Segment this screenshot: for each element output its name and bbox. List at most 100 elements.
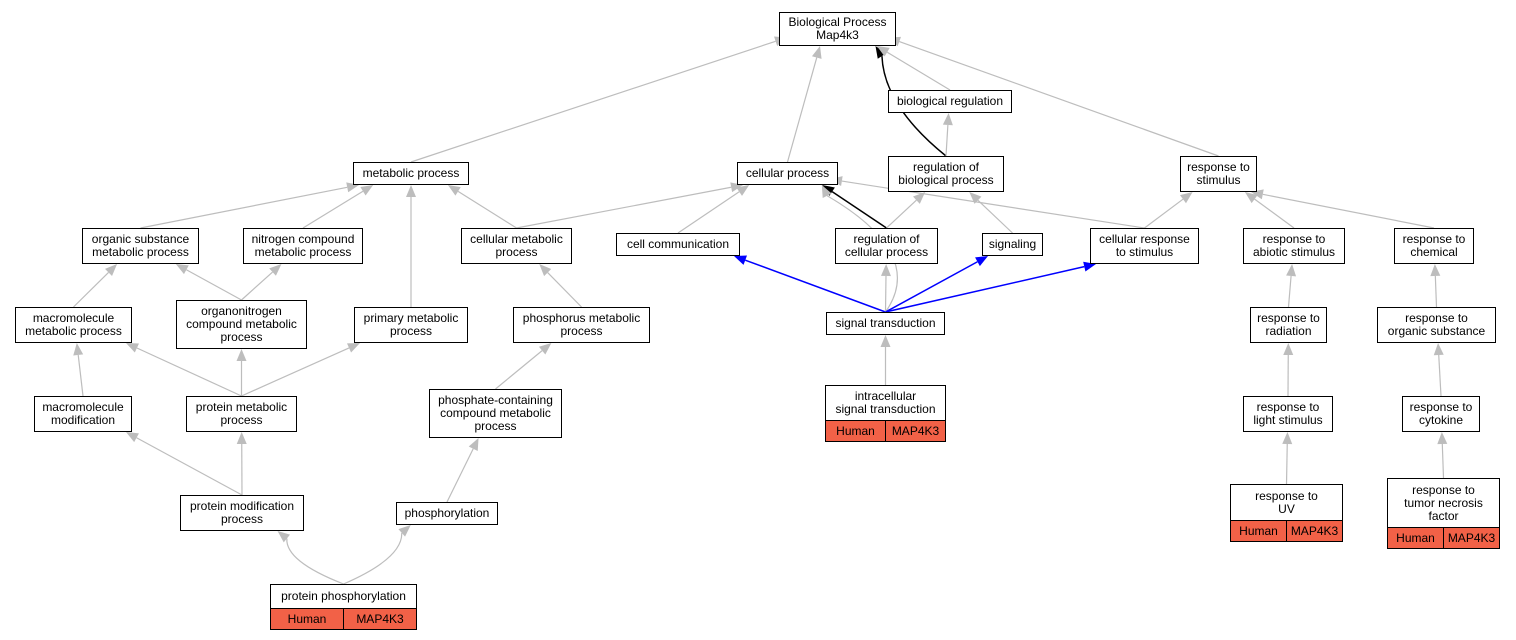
go-term-node[interactable]: metabolic process [353,162,469,185]
edge-metab-to-bp [410,40,776,163]
go-term-node[interactable]: signal transduction [826,312,945,335]
edge-arrowhead [104,264,118,276]
edge-arrowhead [734,255,747,265]
edge-arrowhead [1433,343,1444,356]
go-term-node[interactable]: nitrogen compound metabolic process [243,228,363,264]
edge-arrowhead [822,185,835,196]
go-term-node[interactable]: phosphate-containing compound metabolic … [429,389,562,438]
go-term-label: phosphorus metabolic process [522,311,641,338]
edge-abiotic-to-respstim [1254,198,1295,229]
edge-organonit-to-nitro [241,271,273,301]
edge-respstim-to-bp [899,40,1219,157]
edge-arrowhead [236,432,247,445]
go-term-label: response to chemical [1402,232,1466,259]
go-term-node[interactable]: organonitrogen compound metabolic proces… [176,300,307,349]
go-term-node[interactable]: regulation of biological process [888,156,1004,192]
go-term-node[interactable]: response to cytokine [1402,396,1480,432]
go-term-label: response to UV [1255,488,1318,516]
go-term-node[interactable]: response to chemical [1394,228,1474,264]
edge-arrowhead [969,192,982,204]
edge-chemical-to-respstim [1262,193,1435,229]
go-term-label: response to radiation [1257,311,1320,338]
go-term-label: response to tumor necrosis factor [1404,482,1483,523]
go-term-label: phosphorylation [404,506,490,520]
go-term-node[interactable]: biological regulation [888,90,1012,113]
species-cell: Human [1239,523,1278,538]
go-term-node[interactable]: macromolecule metabolic process [15,307,132,343]
edge-arrowhead [236,349,247,361]
go-term-label: organonitrogen compound metabolic proces… [186,304,297,344]
go-term-node[interactable]: response to light stimulus [1243,396,1333,432]
go-term-node[interactable]: response to UV Human MAP4K3 [1230,484,1343,542]
go-term-node[interactable]: response to radiation [1250,307,1327,343]
go-term-node[interactable]: cellular metabolic process [461,228,572,264]
edge-organonit-to-orgsub [186,269,242,301]
edge-regcell-to-cellproc [831,191,887,229]
edge-arrowhead [398,525,411,537]
go-term-label: regulation of biological process [898,160,994,187]
edge-arrowhead [1179,192,1193,204]
go-term-label: signal transduction [835,316,936,330]
edge-arrowhead [880,335,891,347]
edge-phosmet-to-cellmet [547,272,582,308]
edge-orgsubresp-to-chemical [1434,275,1438,308]
gene-cell[interactable]: MAP4K3 [1443,528,1499,548]
go-term-node[interactable]: protein metabolic process [186,396,297,432]
go-term-node[interactable]: cellular process [737,162,838,185]
go-term-node[interactable]: organic substance metabolic process [82,228,199,264]
edge-cellresp-to-respstim [1144,198,1184,229]
edge-phosph-to-phoscont [446,448,474,503]
go-term-node[interactable]: response to organic substance [1377,307,1496,343]
edge-arrowhead [942,113,953,126]
go-term-node[interactable]: Biological Process Map4k3 [779,12,896,46]
go-term-node[interactable]: response to stimulus [1180,156,1257,192]
go-term-label: response to organic substance [1387,311,1486,338]
edge-arrowhead [468,438,479,451]
edge-protmet-to-macromet [136,347,242,397]
gene-cell[interactable]: MAP4K3 [343,609,416,629]
go-term-label: response to stimulus [1187,160,1250,187]
gene-cell[interactable]: MAP4K3 [1286,521,1342,541]
edge-arrowhead [912,192,926,204]
go-term-node[interactable]: macromolecule modification [34,396,132,432]
go-term-node[interactable]: cell communication [616,233,740,256]
go-term-label: protein modification process [189,499,295,526]
go-term-node[interactable]: protein modification process [180,495,304,531]
edge-orgsub-to-metab [140,186,348,229]
go-term-node[interactable]: signaling [982,233,1043,256]
go-term-node[interactable]: cellular response to stimulus [1090,228,1199,264]
edge-arrowhead [126,343,139,353]
go-term-node[interactable]: phosphorylation [396,502,498,525]
edge-arrowhead [876,46,890,57]
go-term-label: metabolic process [362,166,460,180]
go-term-label: protein phosphorylation [281,589,406,603]
go-term-label: Biological Process Map4k3 [788,15,887,42]
go-term-node[interactable]: phosphorus metabolic process [513,307,650,343]
go-term-node[interactable]: primary metabolic process [354,307,468,343]
go-term-label: macromolecule metabolic process [25,311,122,338]
edge-arrowhead [269,264,282,276]
edge-sigtrans-to-signaling [885,261,978,313]
edge-arrowhead [875,46,887,59]
go-term-label: response to cytokine [1409,400,1473,427]
edge-macromet-to-orgsub [73,272,109,308]
edge-arrowhead [347,343,360,353]
edge-protmod-to-macromod [136,437,243,496]
edge-regcell-to-regbio [886,199,917,229]
edge-sigtrans-to-cellresp [885,265,1085,313]
edge-regbio-to-bioreg [945,124,949,157]
edge-tnf-to-cytokine [1441,443,1445,479]
edge-arrowhead [538,343,552,355]
go-term-label: primary metabolic process [363,311,459,338]
gene-cell[interactable]: MAP4K3 [885,421,945,441]
edge-arrowhead [736,185,750,196]
go-term-label: phosphate-containing compound metabolic … [438,393,553,433]
go-term-node[interactable]: response to abiotic stimulus [1243,228,1345,264]
go-term-node[interactable]: regulation of cellular process [835,228,938,264]
edge-bioreg-to-bp [886,51,951,91]
go-term-label: cellular metabolic process [470,232,563,259]
